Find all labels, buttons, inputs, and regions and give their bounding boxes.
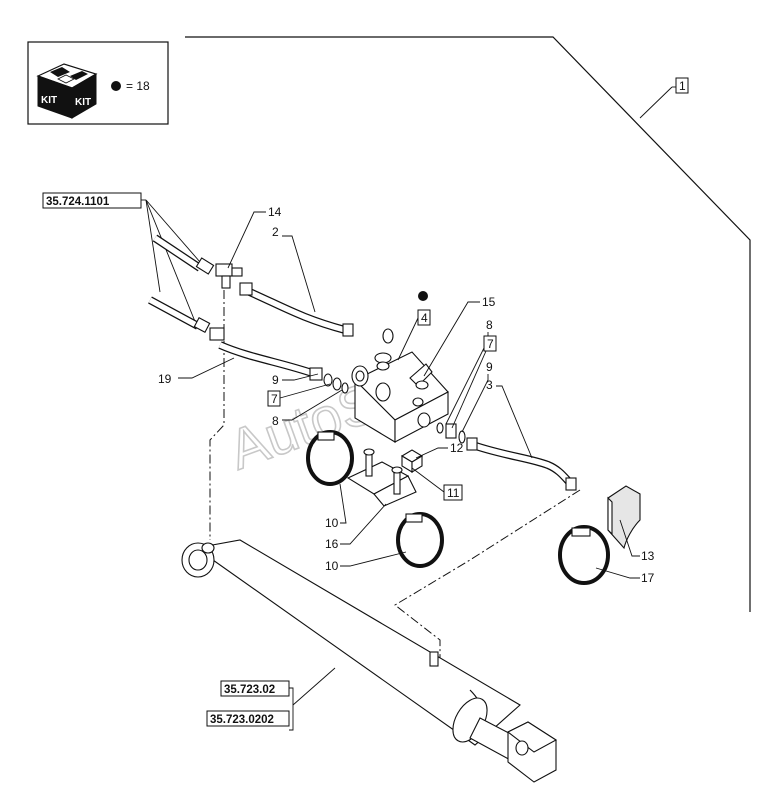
bracket-13 bbox=[607, 485, 641, 550]
svg-text:17: 17 bbox=[641, 571, 655, 585]
callout-1: 1 bbox=[639, 77, 689, 119]
callout-9-left: 9 bbox=[272, 373, 319, 387]
svg-text:8: 8 bbox=[486, 318, 493, 332]
svg-text:13: 13 bbox=[641, 549, 655, 563]
o-ring bbox=[382, 328, 394, 344]
kit-legend: KIT KIT = 18 bbox=[27, 41, 169, 125]
callout-7-right: 7 bbox=[451, 335, 497, 429]
svg-text:12: 12 bbox=[450, 441, 464, 455]
callout-16: 16 bbox=[325, 503, 387, 551]
callout-9-right: 9 bbox=[461, 360, 493, 433]
svg-text:4: 4 bbox=[421, 311, 428, 325]
kit-box-icon: KIT KIT bbox=[36, 63, 98, 119]
callout-14: 14 bbox=[227, 205, 282, 269]
ref-cylinder: 35.723.02 35.723.0202 bbox=[206, 667, 336, 731]
svg-text:35.723.02: 35.723.02 bbox=[224, 684, 275, 696]
hose-upper bbox=[152, 234, 215, 275]
svg-text:2: 2 bbox=[272, 225, 279, 239]
svg-text:15: 15 bbox=[482, 295, 496, 309]
svg-text:KIT: KIT bbox=[41, 95, 57, 106]
mounting-plate-16 bbox=[346, 448, 417, 507]
svg-text:10: 10 bbox=[325, 559, 339, 573]
pipe-2 bbox=[239, 282, 354, 337]
callout-19: 19 bbox=[158, 357, 235, 386]
clamp-10-lower bbox=[396, 512, 444, 568]
svg-text:7: 7 bbox=[271, 392, 278, 406]
svg-text:1: 1 bbox=[679, 79, 686, 93]
clamp-10-upper bbox=[306, 430, 354, 486]
hydraulic-cylinder bbox=[181, 539, 558, 783]
callout-4: 4 bbox=[397, 309, 431, 361]
ref-hoses: 35.724.1101 bbox=[42, 192, 201, 325]
kit-bullet-icon bbox=[111, 81, 121, 91]
clamp-17 bbox=[558, 525, 610, 585]
kit-bullet-marker bbox=[418, 291, 428, 301]
svg-text:10: 10 bbox=[325, 516, 339, 530]
svg-text:19: 19 bbox=[158, 372, 172, 386]
elbow-fitting-15 bbox=[409, 363, 433, 390]
svg-text:9: 9 bbox=[272, 373, 279, 387]
seal-washer-small bbox=[376, 361, 390, 371]
svg-text:7: 7 bbox=[487, 337, 494, 351]
callout-2: 2 bbox=[272, 225, 316, 313]
callout-10-upper: 10 bbox=[325, 483, 347, 530]
tee-fitting-14 bbox=[215, 263, 243, 289]
callout-8-left: 8 bbox=[272, 389, 343, 428]
pipe-3 bbox=[436, 422, 577, 491]
svg-text:35.723.0202: 35.723.0202 bbox=[210, 714, 274, 726]
routing-lines bbox=[209, 290, 581, 660]
assembly-bracket bbox=[185, 36, 751, 612]
nut-12 bbox=[400, 449, 424, 473]
callout-11: 11 bbox=[411, 467, 463, 501]
svg-text:14: 14 bbox=[268, 205, 282, 219]
pipe-19 bbox=[218, 341, 349, 394]
callout-17: 17 bbox=[595, 567, 655, 585]
svg-text:3: 3 bbox=[486, 378, 493, 392]
kit-legend-text: = 18 bbox=[126, 79, 150, 93]
callout-15: 15 bbox=[423, 295, 496, 377]
callout-7-left: 7 bbox=[267, 383, 331, 407]
svg-text:35.724.1101: 35.724.1101 bbox=[46, 196, 110, 208]
svg-text:11: 11 bbox=[447, 486, 460, 500]
callout-12: 12 bbox=[415, 441, 464, 459]
svg-text:9: 9 bbox=[486, 360, 493, 374]
callout-3: 3 bbox=[486, 378, 533, 459]
callout-13: 13 bbox=[619, 519, 655, 563]
callout-10-lower: 10 bbox=[325, 551, 407, 573]
svg-text:16: 16 bbox=[325, 537, 339, 551]
svg-text:KIT: KIT bbox=[75, 97, 91, 108]
svg-text:8: 8 bbox=[272, 414, 279, 428]
hose-lower bbox=[148, 296, 225, 341]
